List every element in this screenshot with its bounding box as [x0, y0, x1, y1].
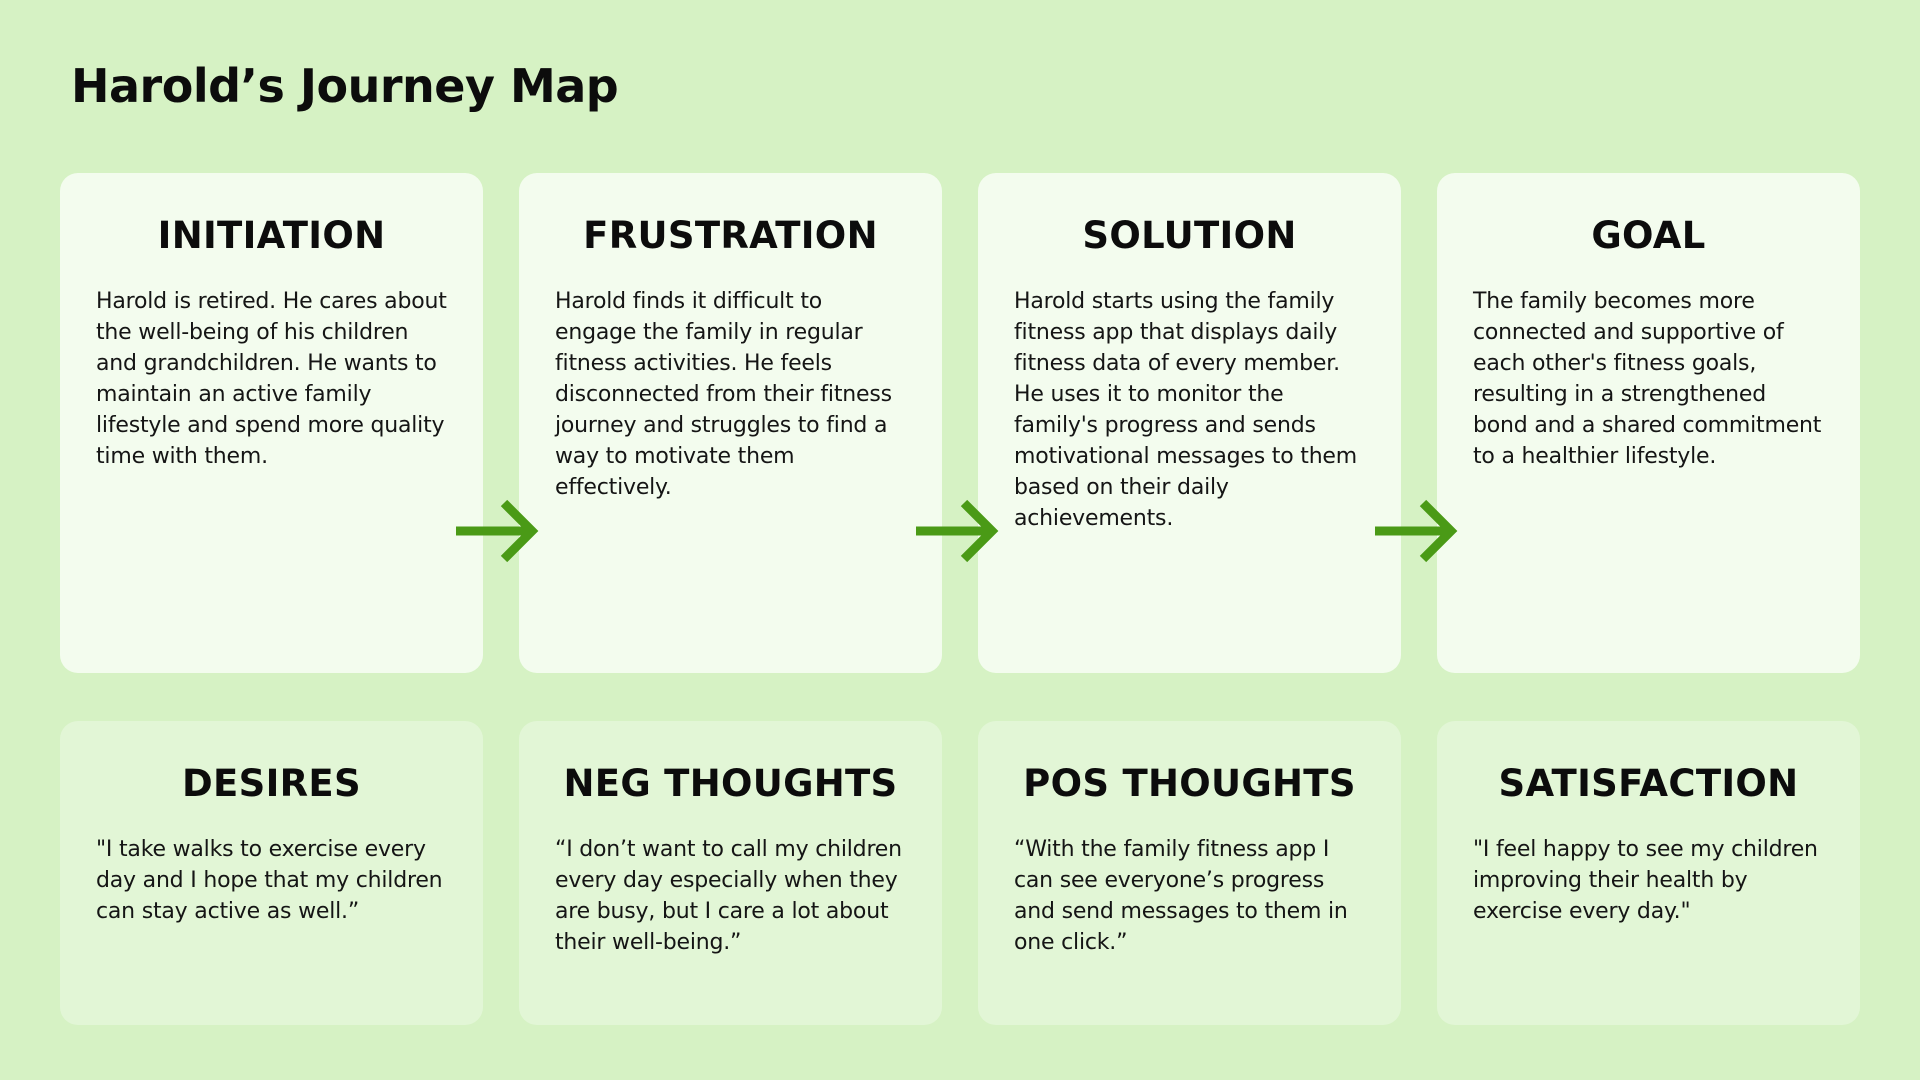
page-title: Harold’s Journey Map — [71, 59, 619, 113]
stage-title: INITIATION — [157, 214, 386, 257]
right-arrow-icon — [456, 499, 539, 563]
emotion-title: NEG THOUGHTS — [563, 762, 898, 805]
emotion-quote: "I feel happy to see my children improvi… — [1473, 837, 1818, 924]
stage-card-solution: SOLUTION Harold starts using the family … — [978, 173, 1401, 673]
emotion-title: SATISFACTION — [1498, 762, 1799, 805]
emotion-quote: “I don’t want to call my children every … — [555, 837, 902, 955]
emotion-quote: "I take walks to exercise every day and … — [96, 837, 443, 924]
stage-title: FRUSTRATION — [583, 214, 878, 257]
emotion-title: DESIRES — [182, 762, 361, 805]
emotion-card-pos-thoughts: POS THOUGHTS “With the family fitness ap… — [978, 721, 1401, 1025]
stage-description: Harold is retired. He cares about the we… — [96, 289, 447, 469]
stage-title: GOAL — [1591, 214, 1706, 257]
emotion-quote: “With the family fitness app I can see e… — [1014, 837, 1348, 955]
stage-card-frustration: FRUSTRATION Harold finds it difficult to… — [519, 173, 942, 673]
emotion-card-neg-thoughts: NEG THOUGHTS “I don’t want to call my ch… — [519, 721, 942, 1025]
emotion-title: POS THOUGHTS — [1023, 762, 1356, 805]
right-arrow-icon — [916, 499, 999, 563]
stage-description: The family becomes more connected and su… — [1473, 289, 1822, 469]
emotion-card-desires: DESIRES "I take walks to exercise every … — [60, 721, 483, 1025]
right-arrow-icon — [1375, 499, 1458, 563]
stage-description: Harold starts using the family fitness a… — [1014, 289, 1357, 531]
stage-card-goal: GOAL The family becomes more connected a… — [1437, 173, 1860, 673]
stage-title: SOLUTION — [1082, 214, 1297, 257]
stage-description: Harold finds it difficult to engage the … — [555, 289, 892, 500]
stage-card-initiation: INITIATION Harold is retired. He cares a… — [60, 173, 483, 673]
emotion-card-satisfaction: SATISFACTION "I feel happy to see my chi… — [1437, 721, 1860, 1025]
